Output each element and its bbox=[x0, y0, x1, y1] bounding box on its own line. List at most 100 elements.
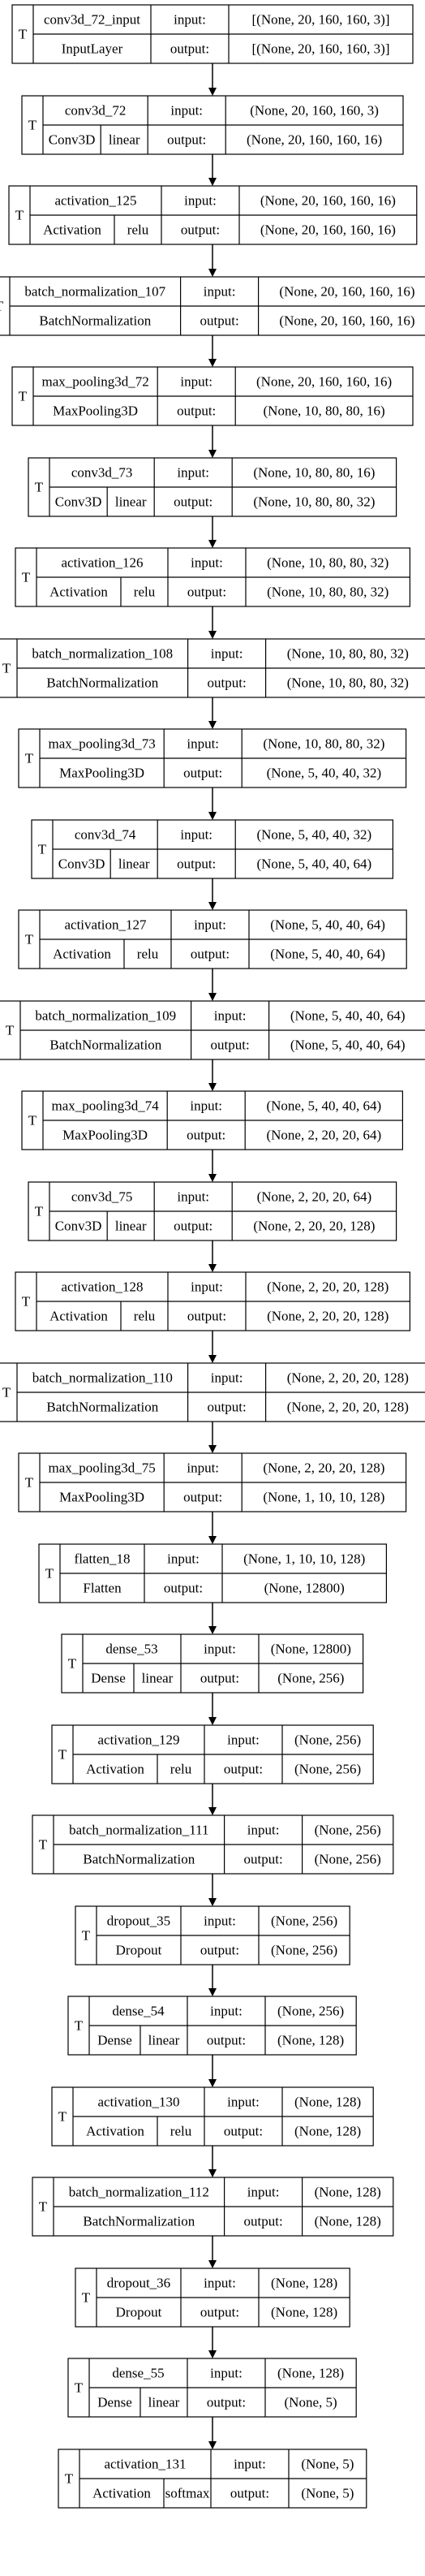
input-shape: (None, 5, 40, 40, 64) bbox=[266, 1098, 381, 1114]
output-label: output: bbox=[200, 2305, 239, 2320]
input-shape: (None, 20, 160, 160, 16) bbox=[260, 193, 396, 209]
input-label: input: bbox=[174, 12, 206, 28]
layer-node: Tbatch_normalization_107BatchNormalizati… bbox=[0, 276, 425, 336]
edge-arrow bbox=[208, 878, 217, 910]
output-shape: (None, 256) bbox=[294, 1762, 361, 1777]
output-shape: (None, 128) bbox=[294, 2124, 361, 2139]
layer-type: Activation bbox=[49, 585, 108, 600]
layer-name: batch_normalization_107 bbox=[24, 284, 165, 300]
layer-name: dense_54 bbox=[112, 2004, 165, 2019]
layer-name: conv3d_74 bbox=[75, 827, 136, 843]
input-label: input: bbox=[177, 1189, 209, 1205]
output-shape: (None, 5, 40, 40, 64) bbox=[270, 947, 385, 962]
layer-type: BatchNormalization bbox=[39, 313, 151, 329]
trainable-marker: T bbox=[25, 751, 34, 766]
layer-type: Dropout bbox=[116, 1943, 162, 1958]
input-label: input: bbox=[194, 917, 226, 933]
input-shape: (None, 256) bbox=[315, 1823, 381, 1838]
input-shape: (None, 256) bbox=[271, 1914, 337, 1929]
layer-type: Flatten bbox=[83, 1581, 122, 1596]
output-shape: (None, 5, 40, 40, 32) bbox=[267, 766, 382, 781]
layer-type: MaxPooling3D bbox=[59, 766, 144, 781]
layer-activation: relu bbox=[127, 222, 149, 238]
trainable-marker: T bbox=[6, 1023, 15, 1038]
output-label: output: bbox=[187, 585, 226, 600]
trainable-marker: T bbox=[28, 1113, 37, 1128]
layer-name: conv3d_75 bbox=[71, 1189, 133, 1205]
input-shape: [(None, 20, 160, 160, 3)] bbox=[252, 12, 390, 28]
output-label: output: bbox=[200, 313, 239, 329]
output-label: output: bbox=[174, 494, 212, 510]
layer-type: MaxPooling3D bbox=[62, 1128, 148, 1143]
input-shape: (None, 10, 80, 80, 16) bbox=[253, 465, 375, 481]
edge-arrow bbox=[208, 1331, 217, 1363]
output-shape: (None, 256) bbox=[315, 1852, 381, 1867]
output-shape: (None, 10, 80, 80, 32) bbox=[253, 494, 375, 510]
trainable-marker: T bbox=[68, 1656, 77, 1672]
edge-arrow bbox=[208, 2236, 217, 2268]
layer-node: Tmax_pooling3d_73MaxPooling3Dinput:outpu… bbox=[18, 728, 407, 788]
input-shape: (None, 20, 160, 160, 16) bbox=[256, 374, 392, 390]
layer-node: Tbatch_normalization_110BatchNormalizati… bbox=[0, 1362, 425, 1422]
trainable-marker: T bbox=[45, 1566, 54, 1581]
input-label: input: bbox=[227, 2095, 260, 2110]
trainable-marker: T bbox=[15, 208, 24, 223]
layer-activation: linear bbox=[148, 2395, 180, 2410]
edge-arrow bbox=[208, 1874, 217, 1906]
edge-arrow bbox=[208, 2417, 217, 2449]
layer-name: activation_129 bbox=[97, 1732, 179, 1748]
input-shape: (None, 128) bbox=[294, 2095, 361, 2110]
input-label: input: bbox=[187, 1461, 219, 1476]
layer-node: Tbatch_normalization_111BatchNormalizati… bbox=[32, 1814, 394, 1875]
edge-arrow bbox=[208, 1784, 217, 1815]
input-label: input: bbox=[247, 2185, 280, 2200]
output-label: output: bbox=[174, 1219, 212, 1234]
edge-arrow bbox=[208, 1059, 217, 1091]
output-label: output: bbox=[244, 2214, 283, 2229]
input-shape: (None, 128) bbox=[271, 2276, 337, 2291]
layer-name: batch_normalization_112 bbox=[69, 2185, 209, 2200]
edge-arrow bbox=[208, 2327, 217, 2358]
layer-type: BatchNormalization bbox=[49, 1038, 161, 1053]
edge-arrow bbox=[208, 969, 217, 1001]
trainable-marker: T bbox=[38, 842, 47, 857]
layer-type: Activation bbox=[53, 947, 111, 962]
input-label: input: bbox=[204, 1642, 236, 1657]
layer-name: conv3d_73 bbox=[71, 465, 133, 481]
input-label: input: bbox=[210, 2366, 243, 2381]
trainable-marker: T bbox=[35, 1204, 44, 1219]
edge-arrow bbox=[208, 516, 217, 548]
input-label: input: bbox=[211, 646, 243, 662]
layer-type: BatchNormalization bbox=[83, 1852, 195, 1867]
input-label: input: bbox=[177, 465, 209, 481]
output-shape: (None, 2, 20, 20, 128) bbox=[287, 1400, 409, 1415]
input-label: input: bbox=[170, 103, 203, 119]
output-shape: (None, 2, 20, 20, 128) bbox=[253, 1219, 375, 1234]
output-shape: (None, 256) bbox=[277, 1671, 344, 1686]
edge-arrow bbox=[208, 154, 217, 186]
output-label: output: bbox=[224, 2124, 263, 2139]
layer-type: Activation bbox=[86, 1762, 144, 1777]
input-label: input: bbox=[204, 2276, 236, 2291]
layer-type: Dense bbox=[97, 2395, 131, 2410]
layer-type: Activation bbox=[43, 222, 101, 238]
layer-type: InputLayer bbox=[62, 41, 123, 57]
trainable-marker: T bbox=[22, 570, 31, 585]
edge-arrow bbox=[208, 1603, 217, 1634]
layer-name: batch_normalization_108 bbox=[32, 646, 173, 662]
layer-name: dropout_36 bbox=[107, 2276, 170, 2291]
output-label: output: bbox=[181, 222, 220, 238]
layer-activation: linear bbox=[115, 494, 147, 510]
input-shape: (None, 256) bbox=[294, 1732, 361, 1748]
layer-node: Tbatch_normalization_109BatchNormalizati… bbox=[0, 1000, 425, 1060]
input-label: input: bbox=[210, 2004, 243, 2019]
